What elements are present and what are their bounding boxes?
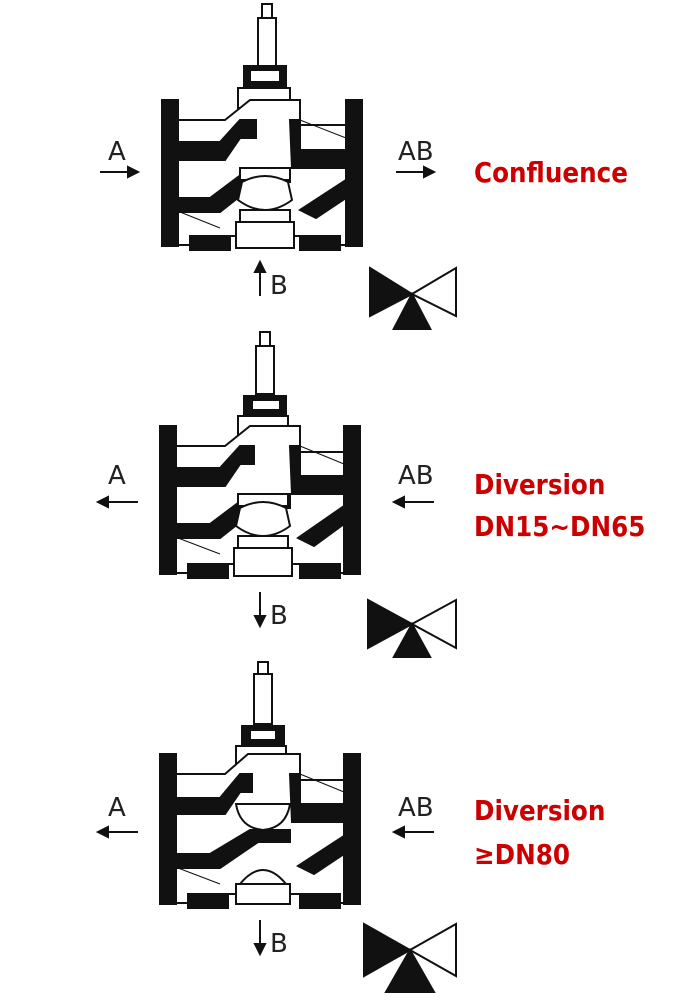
three-way-valve-symbol-icon (369, 266, 457, 330)
port-b-label: B (270, 271, 288, 301)
flow-arrow-icon (253, 592, 267, 629)
panel-confluence: A AB B Confluence (0, 0, 700, 330)
port-a-label: A (108, 137, 126, 167)
flow-arrow-icon (95, 825, 138, 839)
flow-arrow-icon (391, 495, 434, 509)
caption-subtitle: ≥DN80 (474, 838, 571, 871)
port-a-label: A (108, 793, 126, 823)
flow-arrow-icon (253, 259, 267, 296)
panel-diversion-large: A AB B Diversion ≥DN80 (0, 658, 700, 993)
port-ab-label: AB (398, 137, 434, 167)
three-way-valve-symbol-icon (363, 922, 457, 993)
port-b-label: B (270, 601, 288, 631)
port-ab-label: AB (398, 461, 434, 491)
valve-diagram-diversion-large: A AB B (95, 661, 457, 993)
caption-subtitle: DN15~DN65 (474, 510, 646, 543)
caption-title: Diversion (474, 794, 606, 827)
flow-arrow-icon (100, 165, 141, 179)
port-a-label: A (108, 461, 126, 491)
flow-arrow-icon (95, 495, 138, 509)
flow-arrow-icon (396, 165, 437, 179)
flow-arrow-icon (391, 825, 434, 839)
valve-body-icon (159, 661, 361, 909)
valve-body-icon (161, 3, 363, 251)
panel-diversion-small: A AB B Diversion DN15~DN65 (0, 328, 700, 658)
port-b-label: B (270, 929, 288, 959)
caption-title: Diversion (474, 468, 606, 501)
valve-diagram-confluence: A AB B (100, 3, 457, 330)
three-way-valve-symbol-icon (367, 598, 457, 658)
valve-diagram-diversion-small: A AB B (95, 331, 457, 658)
port-ab-label: AB (398, 793, 434, 823)
valve-body-icon (159, 331, 361, 579)
caption-title: Confluence (474, 156, 628, 189)
flow-arrow-icon (253, 920, 267, 957)
